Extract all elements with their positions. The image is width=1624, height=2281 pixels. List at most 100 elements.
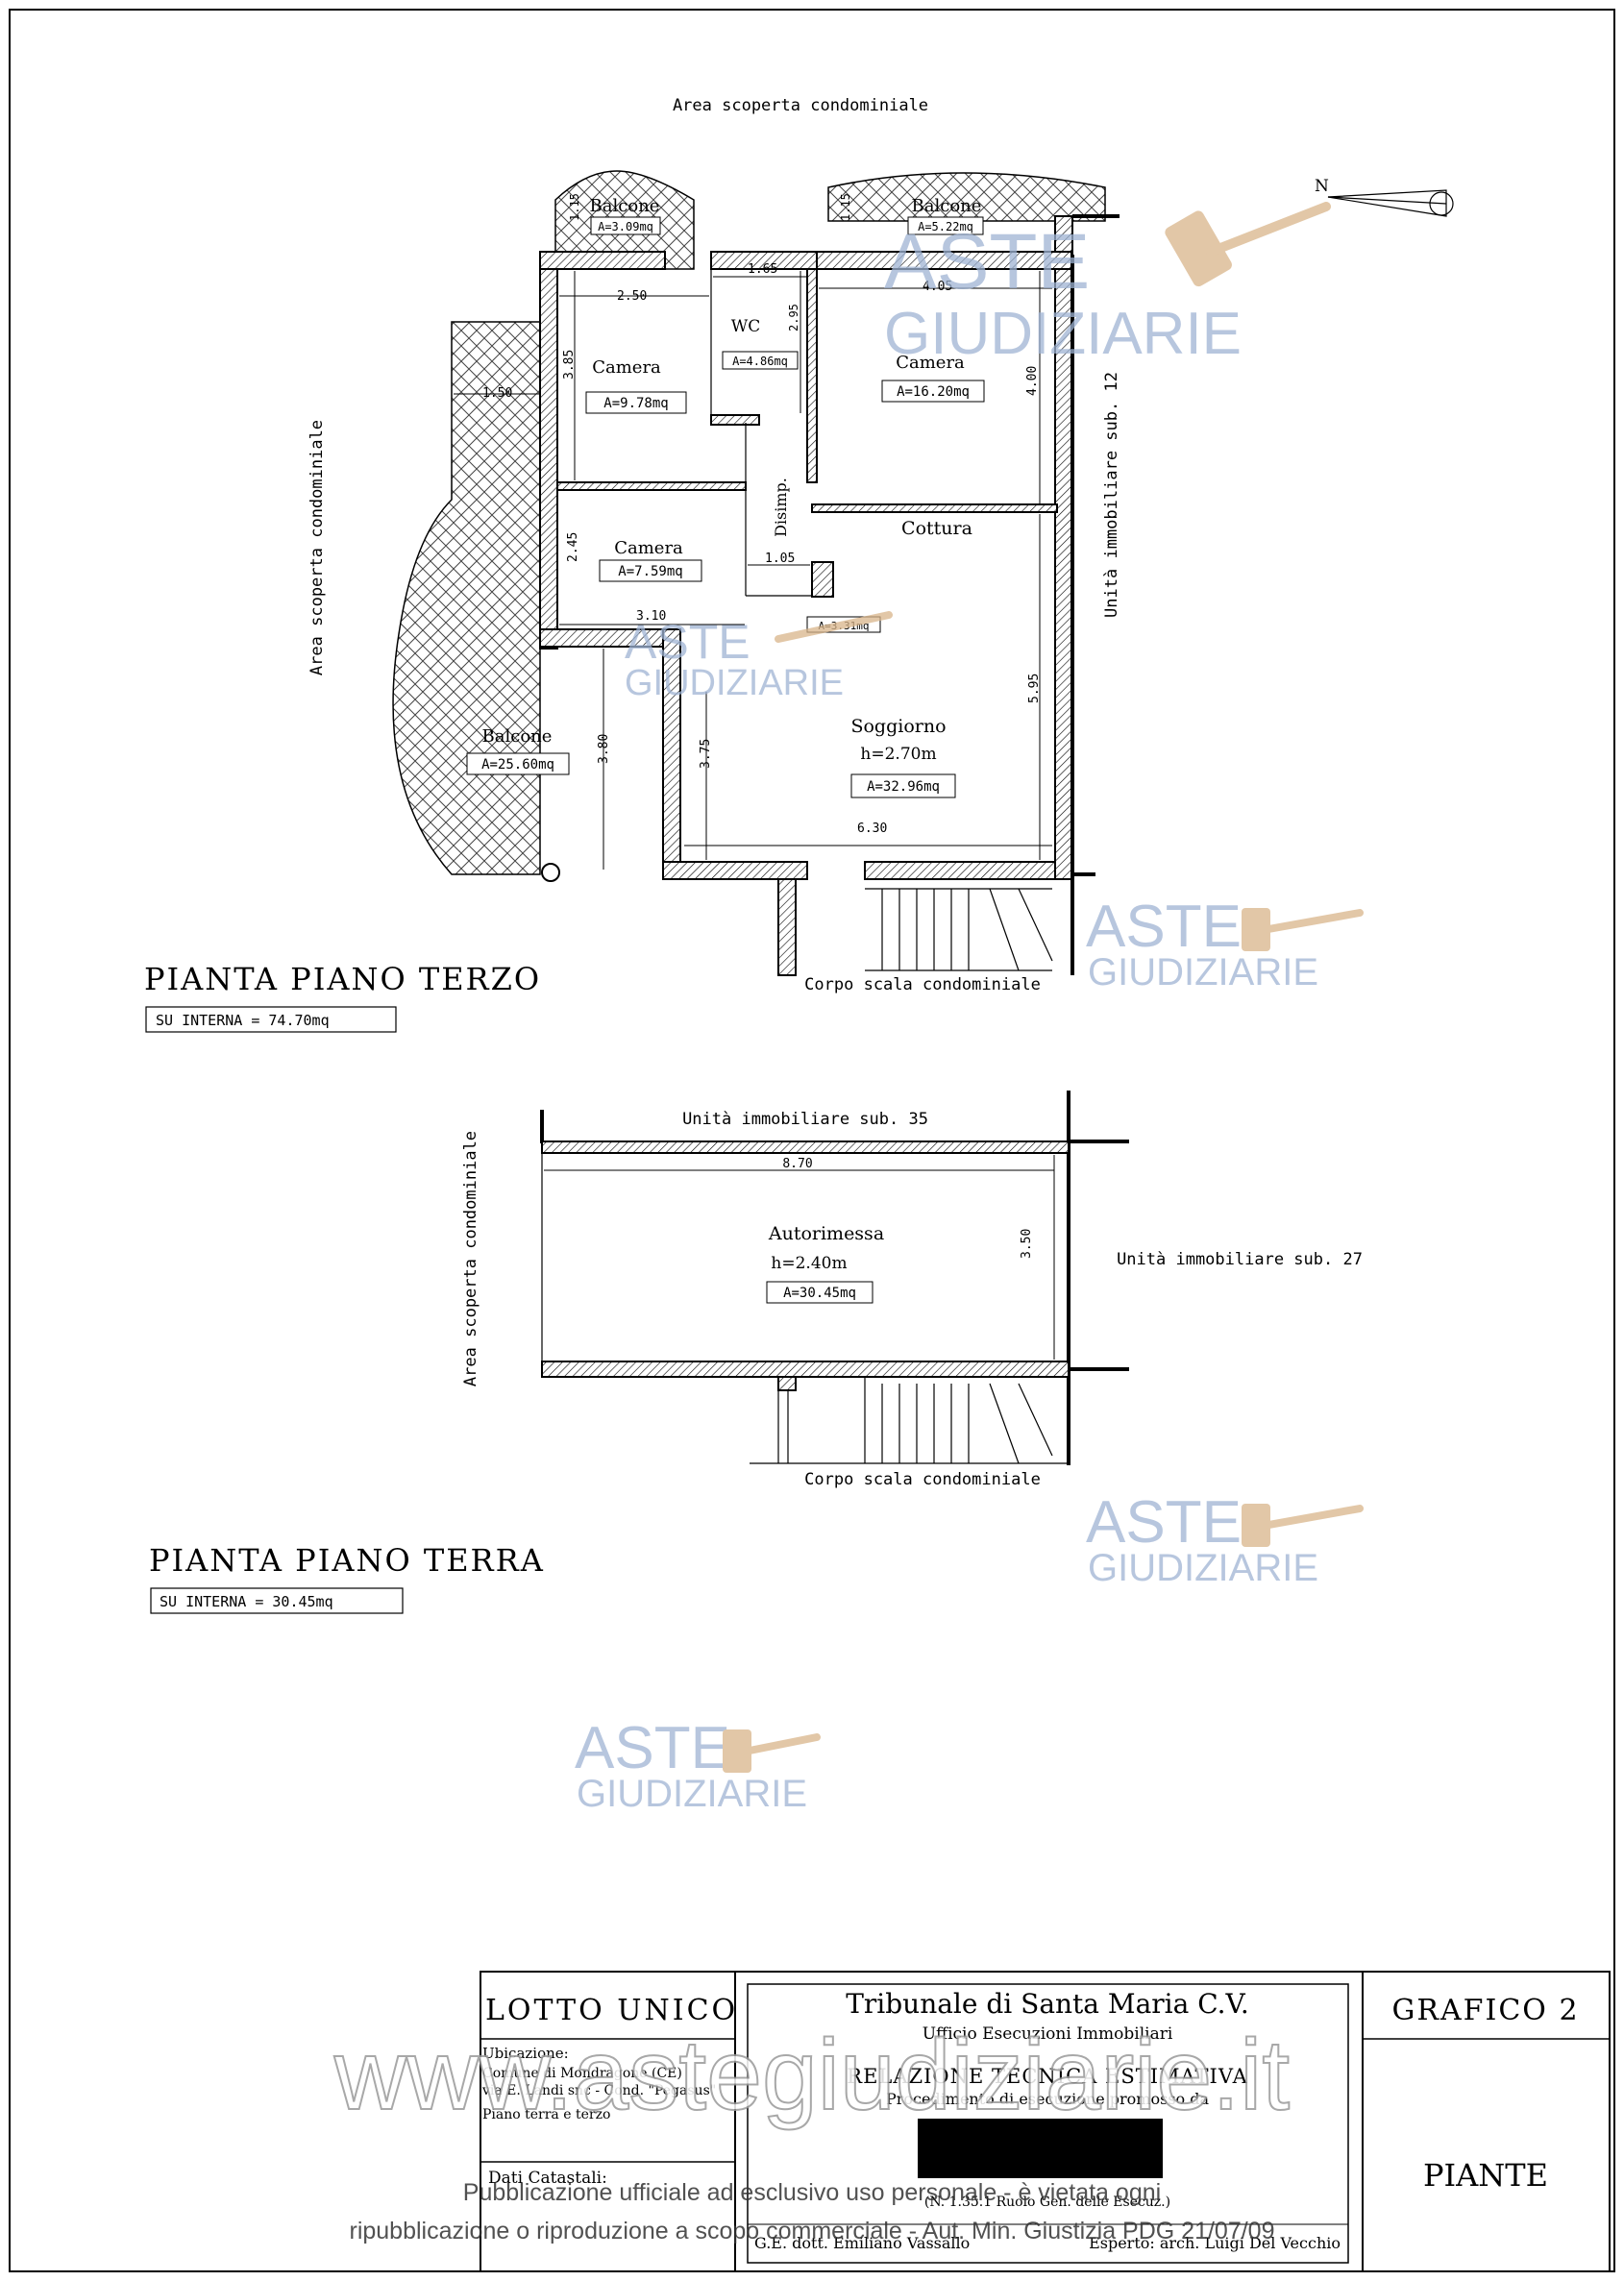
title-third-floor: PIANTA PIANO TERZO	[144, 961, 541, 997]
svg-text:ASTE: ASTE	[1086, 1489, 1242, 1556]
wall-north-1	[539, 251, 666, 270]
dim-310: 3.10	[636, 609, 666, 624]
svg-text:GIUDIZIARIE: GIUDIZIARIE	[1088, 1547, 1318, 1589]
camera1-south-wall	[556, 481, 747, 491]
garage-wall-south	[541, 1361, 1070, 1378]
watermark-notice-1: Pubblicazione ufficiale ad esclusivo uso…	[463, 2179, 1161, 2206]
area-scoperta-left: Area scoperta condominiale	[308, 420, 327, 675]
soggiorno-height: h=2.70m	[860, 745, 936, 764]
area-scoperta-left2: Area scoperta condominiale	[461, 1131, 480, 1386]
dim-405: 4.05	[923, 280, 952, 294]
ufficio: Ufficio Esecuzioni Immobiliari	[923, 2024, 1173, 2044]
garage-wall-north	[541, 1140, 1070, 1154]
svg-text:ASTE: ASTE	[625, 615, 750, 669]
redaction-box	[918, 2119, 1163, 2178]
balcone-3-area	[392, 321, 541, 875]
plan-ground-floor	[540, 1091, 1129, 1465]
title-ground-floor: PIANTA PIANO TERRA	[149, 1542, 545, 1579]
svg-text:GIUDIZIARIE: GIUDIZIARIE	[625, 663, 844, 703]
stair-wall-left	[777, 878, 797, 976]
watermark-logo-2: ASTE GIUDIZIARIE	[625, 611, 893, 703]
dim-375: 3.75	[699, 739, 713, 769]
watermark-logo-1: ASTE GIUDIZIARIE	[884, 202, 1331, 367]
cottura-label: Cottura	[901, 518, 972, 539]
su-third-floor: SU INTERNA = 74.70mq	[156, 1012, 330, 1029]
soggiorno-area-label: A=32.96mq	[867, 779, 940, 795]
watermark-site: www.astegiudiziarie.it	[333, 2020, 1290, 2131]
svg-text:ASTE: ASTE	[1086, 894, 1242, 960]
piante-label: PIANTE	[1423, 2157, 1548, 2194]
cottura-north-wall	[811, 503, 1058, 513]
balcone-2-label: Balcone	[912, 196, 982, 216]
wall-south-2	[864, 861, 1070, 880]
dim-380: 3.80	[597, 734, 611, 764]
plan-third-floor	[392, 170, 1120, 976]
camera-3-area-label: A=7.59mq	[618, 564, 682, 579]
dim-595: 5.95	[1027, 674, 1042, 703]
balcone-3-label: Balcone	[482, 726, 553, 747]
tribunale: Tribunale di Santa Maria C.V.	[846, 1988, 1249, 2020]
autorimessa-label: Autorimessa	[768, 1223, 884, 1244]
wall-west-upper	[539, 263, 558, 650]
dim-105: 1.05	[765, 552, 795, 566]
balcone-3-area-label: A=25.60mq	[481, 757, 554, 773]
camera-2-label: Camera	[896, 353, 965, 373]
esperto-name: Esperto: arch. Luigi Del Vecchio	[1089, 2234, 1341, 2252]
svg-text:GIUDIZIARIE: GIUDIZIARIE	[1088, 951, 1318, 993]
dim-245: 2.45	[566, 532, 580, 562]
wc-label: WC	[731, 317, 760, 336]
dimension-lines	[454, 271, 1052, 870]
unita-sub12-label: Unità immobiliare sub. 12	[1102, 372, 1121, 618]
ubicazione-label: Ubicazione:	[482, 2045, 569, 2062]
watermark-logo-5: ASTE GIUDIZIARIE	[575, 1715, 821, 1815]
ruolo: (N. 1.35.1 Ruolo Gen. delle Esecuz.)	[924, 2195, 1170, 2210]
corpo-scala-2: Corpo scala condominiale	[804, 1470, 1041, 1489]
wc-east-wall	[806, 268, 818, 483]
lotto-label: LOTTO UNICO	[485, 1994, 738, 2027]
soggiorno-label: Soggiorno	[850, 716, 946, 737]
camera-3-label: Camera	[614, 538, 683, 558]
svg-text:GIUDIZIARIE: GIUDIZIARIE	[884, 301, 1242, 367]
autorimessa-height: h=2.40m	[771, 1254, 847, 1273]
dim-350: 3.50	[1020, 1229, 1034, 1259]
north-label: N	[1315, 177, 1329, 196]
su-ground-floor: SU INTERNA = 30.45mq	[160, 1593, 333, 1610]
title-block: LOTTO UNICO Ubicazione: Comune di Mondra…	[480, 1971, 1611, 2272]
wc-area-label: A=4.86mq	[732, 355, 788, 368]
svg-text:ASTE: ASTE	[575, 1715, 730, 1781]
svg-text:GIUDIZIARIE: GIUDIZIARIE	[577, 1773, 807, 1815]
dim-400: 4.00	[1025, 366, 1040, 396]
dim-630: 6.30	[857, 822, 887, 836]
north-arrow: N	[1315, 177, 1454, 217]
ubicazione-line-3: Piano terra e terzo	[482, 2107, 610, 2122]
balcone-2-area	[827, 172, 1106, 222]
ubicazione-line-2: via E. Landi snc - Cond. "Pegasus"	[481, 2083, 716, 2098]
balcone-1-label: Balcone	[590, 196, 660, 216]
dimension-values-third: 1.15 1.15 1.65 2.50 4.05 2.95 3.85 4.00 …	[482, 193, 1042, 836]
dim-870: 8.70	[782, 1157, 812, 1171]
ubicazione-line-1: Comune di Mondragone (CE)	[482, 2066, 682, 2081]
balcone-2-area-label: A=5.22mq	[918, 220, 973, 233]
watermark-logo-3: ASTE GIUDIZIARIE	[1086, 894, 1364, 993]
dim-115b: 1.15	[839, 193, 852, 221]
camera-1-area-label: A=9.78mq	[603, 396, 668, 411]
area-scoperta-top: Area scoperta condominiale	[673, 96, 928, 115]
stair-steps-lower	[750, 1377, 1069, 1464]
corpo-scala-1: Corpo scala condominiale	[804, 975, 1041, 994]
dim-115a: 1.15	[568, 193, 581, 221]
pillar-circle	[541, 863, 560, 882]
watermark-notice-2: ripubblicazione o riproduzione a scopo c…	[350, 2218, 1275, 2244]
dati-catastali: Dati Catastali:	[488, 2169, 607, 2188]
watermark-logo-4: ASTE GIUDIZIARIE	[1086, 1489, 1364, 1589]
dim-165: 1.65	[748, 262, 777, 277]
ge-name: G.E. dott. Emiliano Vassallo	[754, 2234, 970, 2252]
camera-2-area-label: A=16.20mq	[897, 384, 970, 400]
wall-south-1	[662, 861, 808, 880]
balcone-1-area-label: A=3.09mq	[598, 220, 653, 233]
dim-295: 2.95	[787, 304, 800, 331]
dim-150: 1.50	[482, 386, 512, 401]
unita-sub35-label: Unità immobiliare sub. 35	[682, 1110, 928, 1129]
disimp-label: Disimp.	[772, 478, 790, 537]
camera-1-label: Camera	[592, 357, 661, 378]
